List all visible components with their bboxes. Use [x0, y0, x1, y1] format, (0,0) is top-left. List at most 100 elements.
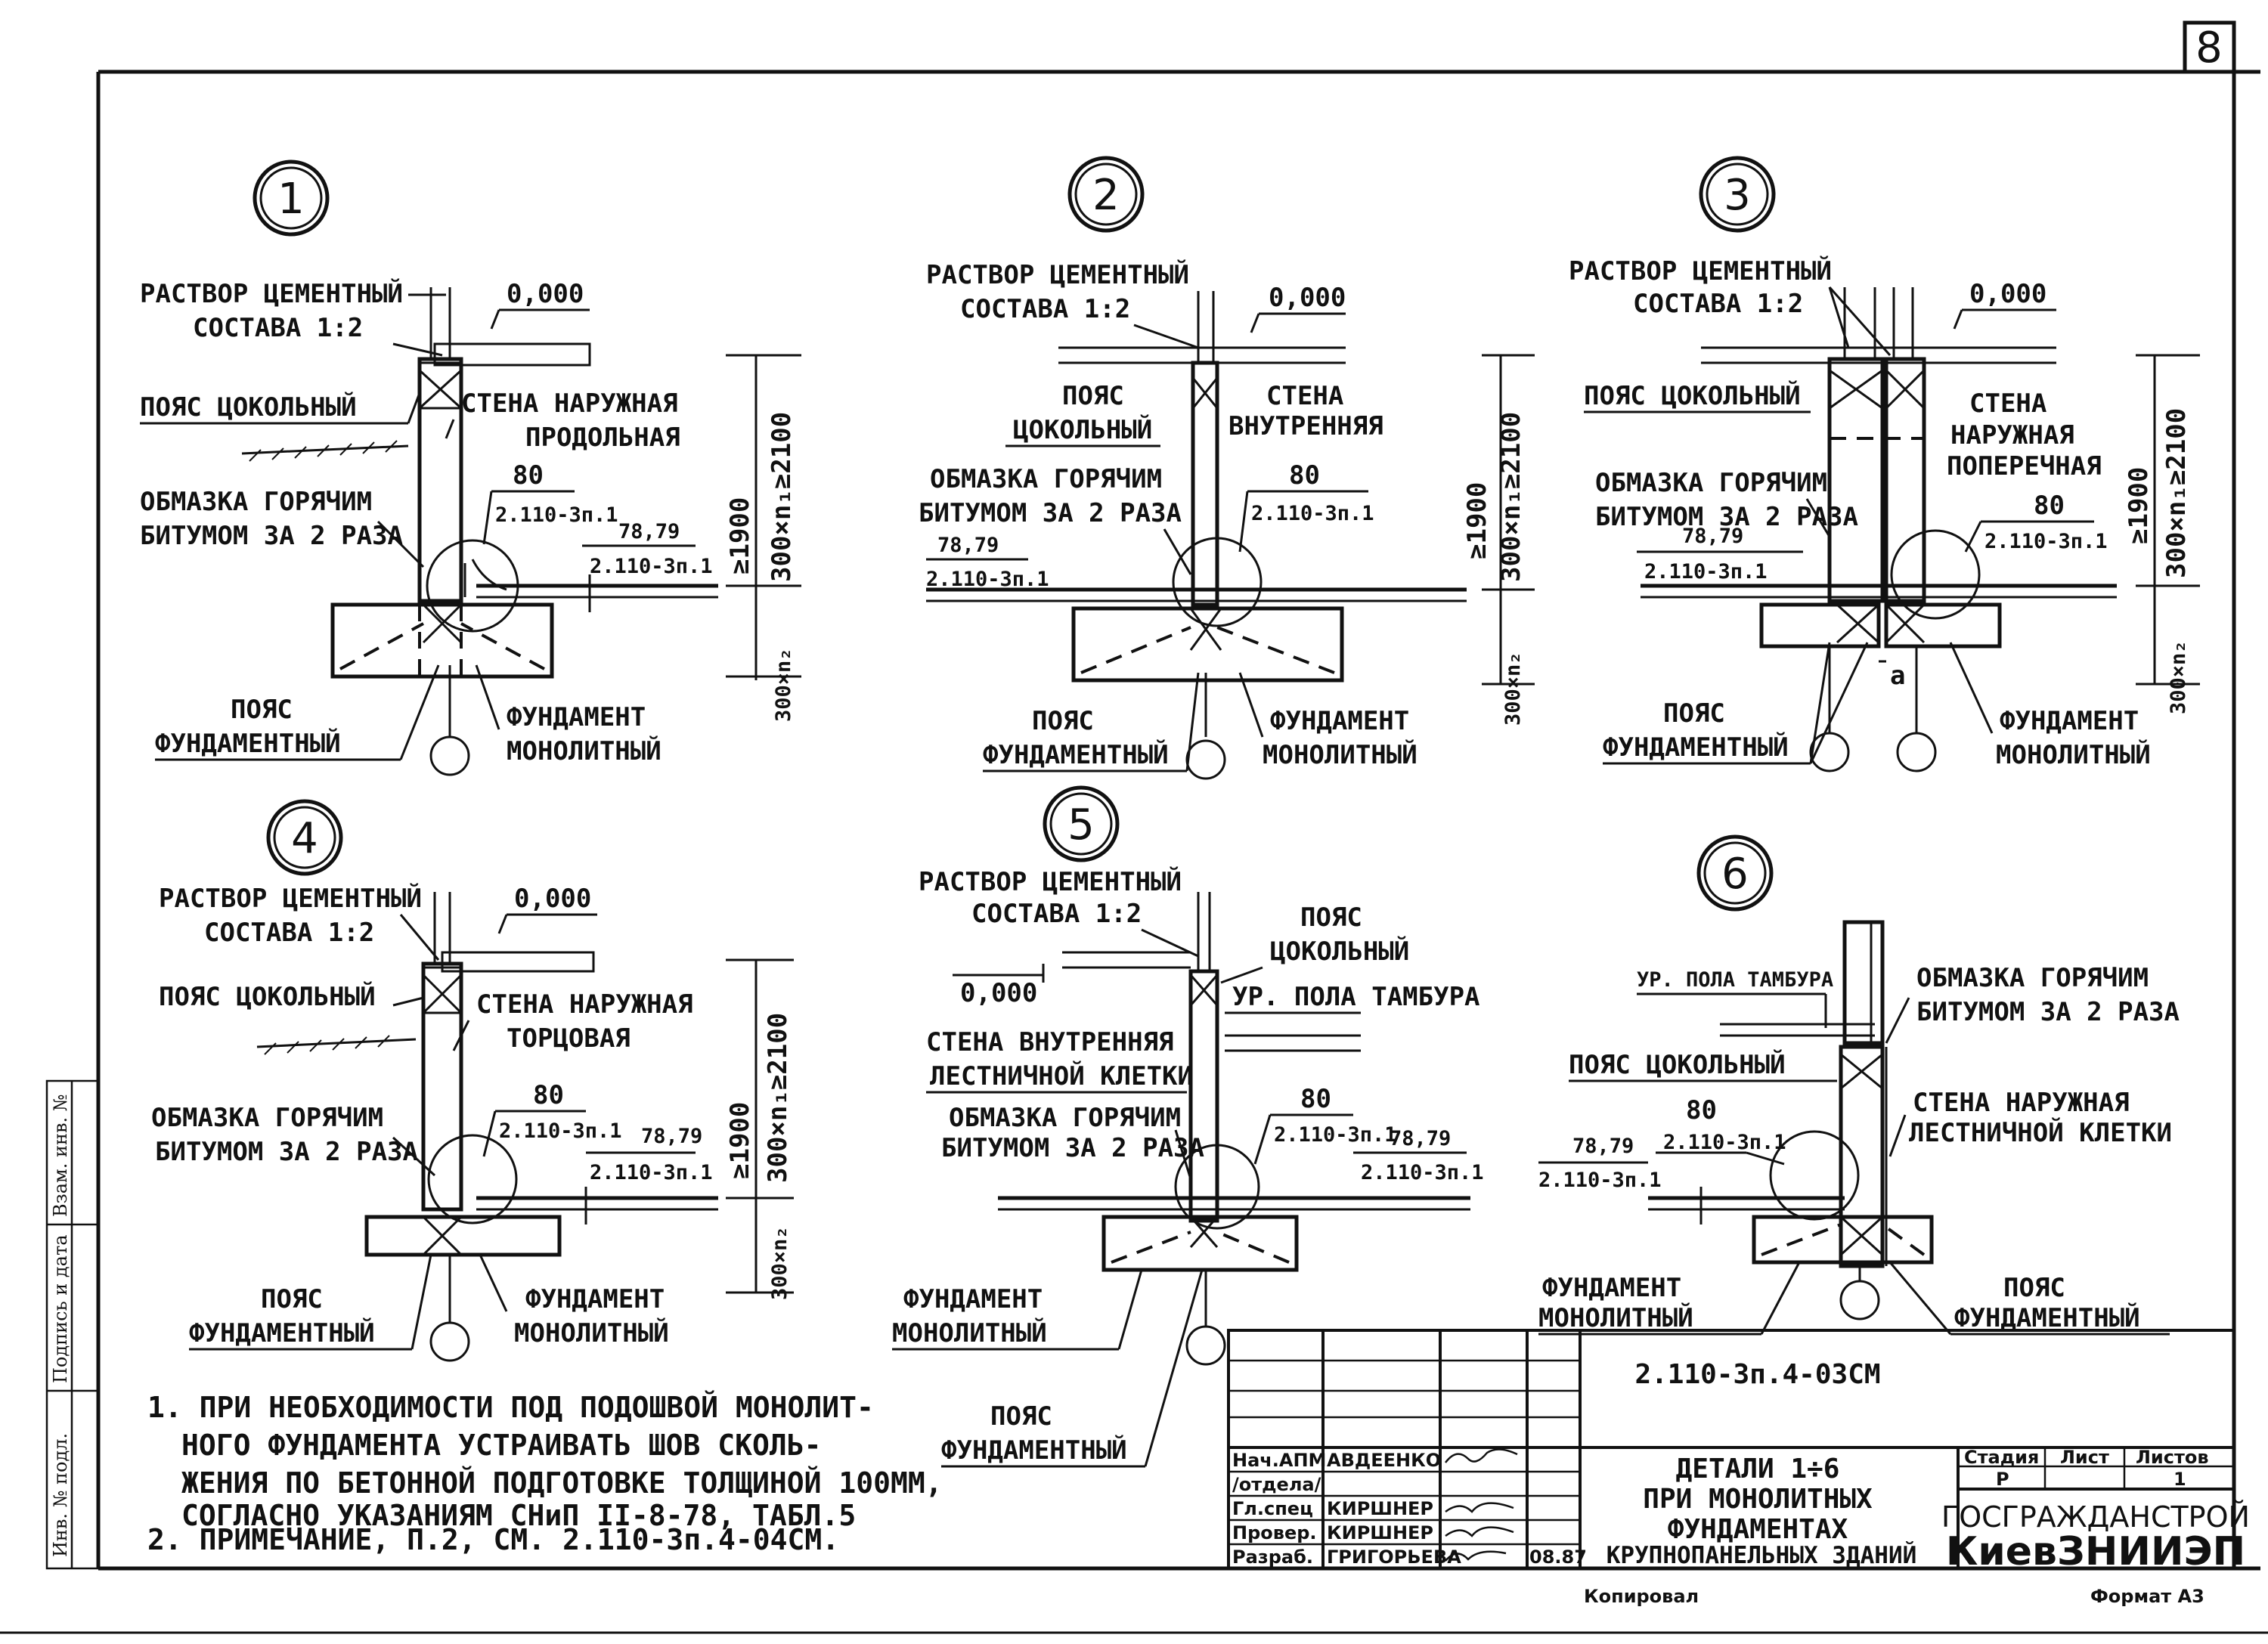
svg-text:ПОЯС: ПОЯС [1032, 706, 1094, 736]
svg-text:КРУПНОПАНЕЛЬНЫХ ЗДАНИЙ: КРУПНОПАНЕЛЬНЫХ ЗДАНИЙ [1606, 1542, 1917, 1569]
svg-text:ФУНДАМЕНТНЫЙ: ФУНДАМЕНТНЫЙ [941, 1435, 1127, 1466]
svg-text:ФУНДАМЕНТНЫЙ: ФУНДАМЕНТНЫЙ [983, 739, 1169, 770]
stamp-inv-podl: Инв. № подл. [50, 1433, 71, 1557]
svg-text:0,000: 0,000 [1969, 279, 2046, 309]
detail-6-marker [1696, 834, 1774, 912]
svg-text:3: 3 [1724, 171, 1751, 220]
svg-text:0,000: 0,000 [514, 884, 591, 914]
svg-text:СТЕНА: СТЕНА [1266, 381, 1343, 411]
svg-text:6: 6 [1721, 850, 1749, 899]
note-line-5: 2. ПРИМЕЧАНИЕ, П.2, СМ. 2.110-3п.4-04СМ. [147, 1523, 839, 1556]
svg-text:ВНУТРЕННЯЯ: ВНУТРЕННЯЯ [1228, 411, 1383, 441]
svg-text:ПОЯС: ПОЯС [231, 695, 293, 725]
svg-text:2.110-3п.1: 2.110-3п.1 [1984, 530, 2108, 553]
svg-text:УР. ПОЛА ТАМБУРА: УР. ПОЛА ТАМБУРА [1232, 982, 1480, 1012]
svg-text:ФУНДАМЕНТ: ФУНДАМЕНТ [525, 1284, 665, 1314]
svg-text:80: 80 [1300, 1084, 1331, 1114]
note-line-1: 1. ПРИ НЕОБХОДИМОСТИ ПОД ПОДОШВОЙ МОНОЛИ… [147, 1391, 874, 1424]
svg-text:ПРОДОЛЬНАЯ: ПРОДОЛЬНАЯ [525, 423, 680, 453]
detail-3: 3 РАСТВОР ЦЕМЕНТНЫЙ СОСТАВА 1:2 0,000 ПО… [1569, 156, 2200, 772]
detail-6: 6 УР. ПОЛА ТАМБУРА ОБМАЗКА ГОРЯЧИМ БИТУМ… [1538, 834, 2180, 1336]
svg-text:ДЕТАЛИ 1÷6: ДЕТАЛИ 1÷6 [1676, 1454, 1840, 1485]
svg-text:2: 2 [1092, 171, 1120, 220]
svg-text:СОСТАВА 1:2: СОСТАВА 1:2 [971, 899, 1142, 929]
svg-text:а: а [1890, 661, 1905, 691]
svg-text:РАСТВОР ЦЕМЕНТНЫЙ: РАСТВОР ЦЕМЕНТНЫЙ [919, 866, 1182, 897]
svg-text:2.110-3п.1: 2.110-3п.1 [1274, 1123, 1397, 1147]
signature-2 [1445, 1502, 1514, 1513]
svg-text:2.110-3п.1: 2.110-3п.1 [499, 1119, 622, 1143]
svg-text:БИТУМОМ ЗА 2 РАЗА: БИТУМОМ ЗА 2 РАЗА [941, 1133, 1204, 1163]
svg-text:НАРУЖНАЯ: НАРУЖНАЯ [1950, 420, 2074, 450]
detail-2-marker [1067, 156, 1145, 233]
svg-text:ЛЕСТНИЧНОЙ КЛЕТКИ: ЛЕСТНИЧНОЙ КЛЕТКИ [1909, 1117, 2172, 1148]
svg-text:ФУНДАМЕНТНЫЙ: ФУНДАМЕНТНЫЙ [189, 1317, 375, 1348]
signature-3 [1445, 1526, 1514, 1537]
svg-text:ПОЯС ЦОКОЛЬНЫЙ: ПОЯС ЦОКОЛЬНЫЙ [1569, 1049, 1786, 1080]
svg-text:≥1900: ≥1900 [2124, 467, 2154, 544]
svg-text:1: 1 [277, 175, 305, 224]
note-line-4: СОГЛАСНО УКАЗАНИЯМ СНиП II-8-78, ТАБЛ.5 [181, 1499, 856, 1532]
svg-text:300×n₁≥2100: 300×n₁≥2100 [1496, 412, 1526, 582]
svg-text:80: 80 [533, 1080, 564, 1110]
svg-text:РАСТВОР ЦЕМЕНТНЫЙ: РАСТВОР ЦЕМЕНТНЫЙ [140, 278, 403, 309]
svg-text:80: 80 [1686, 1095, 1717, 1125]
svg-text:АВДЕЕНКО: АВДЕЕНКО [1327, 1450, 1441, 1471]
detail-1: 1 РАСТВОР ЦЕМЕНТНЫЙ СОСТАВА 1:2 0,000 ПО… [140, 159, 801, 776]
svg-text:ГРИГОРЬЕВА: ГРИГОРЬЕВА [1327, 1546, 1461, 1568]
svg-text:78,79: 78,79 [937, 534, 999, 557]
note-line-3: ЖЕНИЯ ПО БЕТОННОЙ ПОДГОТОВКЕ ТОЛЩИНОЙ 10… [181, 1466, 943, 1500]
signature-4 [1445, 1550, 1507, 1562]
svg-text:ПОЯС: ПОЯС [1062, 381, 1124, 411]
svg-text:ОБМАЗКА ГОРЯЧИМ: ОБМАЗКА ГОРЯЧИМ [1595, 468, 1827, 498]
detail-1-marker [253, 159, 330, 237]
svg-text:ФУНДАМЕНТНЫЙ: ФУНДАМЕНТНЫЙ [1954, 1302, 2140, 1333]
title-block: 2.110-3п.4-03СМ Нач.АПМ АВДЕЕНКО /отдела… [1227, 1329, 2250, 1574]
svg-text:ЦОКОЛЬНЫЙ: ЦОКОЛЬНЫЙ [1270, 936, 1409, 967]
svg-text:СОСТАВА 1:2: СОСТАВА 1:2 [1633, 289, 1803, 319]
page-number: 8 [2195, 23, 2223, 73]
svg-text:ПОЯС: ПОЯС [990, 1401, 1052, 1432]
svg-text:МОНОЛИТНЫЙ: МОНОЛИТНЫЙ [1263, 739, 1418, 770]
svg-text:БИТУМОМ ЗА 2 РАЗА: БИТУМОМ ЗА 2 РАЗА [1595, 502, 1858, 532]
svg-text:300×n₂: 300×n₂ [2167, 640, 2190, 714]
svg-text:СОСТАВА 1:2: СОСТАВА 1:2 [204, 918, 374, 948]
svg-text:КИРШНЕР: КИРШНЕР [1327, 1498, 1433, 1519]
svg-text:СОСТАВА 1:2: СОСТАВА 1:2 [193, 313, 363, 343]
svg-text:80: 80 [513, 460, 544, 491]
detail-4: 4 РАСТВОР ЦЕМЕНТНЫЙ СОСТАВА 1:2 0,000 ПО… [151, 799, 794, 1362]
svg-text:Стадия: Стадия [1964, 1447, 2039, 1468]
svg-text:СТЕНА: СТЕНА [1969, 389, 2046, 419]
svg-text:2.110-3п.1: 2.110-3п.1 [1251, 502, 1374, 525]
svg-text:КИРШНЕР: КИРШНЕР [1327, 1522, 1433, 1543]
svg-text:ФУНДАМЕНТАХ: ФУНДАМЕНТАХ [1668, 1514, 1848, 1545]
svg-text:0,000: 0,000 [960, 978, 1037, 1008]
svg-text:ЛЕСТНИЧНОЙ КЛЕТКИ: ЛЕСТНИЧНОЙ КЛЕТКИ [930, 1060, 1193, 1091]
svg-text:РАСТВОР ЦЕМЕНТНЫЙ: РАСТВОР ЦЕМЕНТНЫЙ [926, 259, 1189, 290]
svg-text:≥1900: ≥1900 [1462, 482, 1492, 559]
detail-5: 5 РАСТВОР ЦЕМЕНТНЫЙ СОСТАВА 1:2 ПОЯС ЦОК… [892, 785, 1484, 1468]
svg-text:ФУНДАМЕНТ: ФУНДАМЕНТ [2000, 706, 2139, 736]
svg-text:БИТУМОМ ЗА 2 РАЗА: БИТУМОМ ЗА 2 РАЗА [155, 1137, 418, 1167]
svg-text:300×n₁≥2100: 300×n₁≥2100 [767, 412, 797, 582]
svg-text:2.110-3п.1: 2.110-3п.1 [495, 503, 618, 527]
svg-text:78,79: 78,79 [618, 520, 680, 543]
side-stamp: Инв. № подл. Подпись и дата Взам. инв. № [45, 1079, 100, 1570]
svg-text:/отдела/: /отдела/ [1232, 1474, 1321, 1495]
svg-text:РАСТВОР ЦЕМЕНТНЫЙ: РАСТВОР ЦЕМЕНТНЫЙ [1569, 255, 1832, 286]
detail-3-marker [1699, 156, 1776, 233]
svg-text:Провер.: Провер. [1232, 1522, 1317, 1543]
svg-text:БИТУМОМ ЗА 2 РАЗА: БИТУМОМ ЗА 2 РАЗА [140, 521, 403, 551]
svg-text:БИТУМОМ ЗА 2 РАЗА: БИТУМОМ ЗА 2 РАЗА [1916, 997, 2180, 1027]
svg-text:ФУНДАМЕНТ: ФУНДАМЕНТ [1270, 706, 1409, 736]
svg-text:МОНОЛИТНЫЙ: МОНОЛИТНЫЙ [507, 735, 662, 766]
footer-kopiroval: Копировал [1584, 1586, 1699, 1607]
signature-1 [1445, 1448, 1518, 1463]
svg-text:СТЕНА НАРУЖНАЯ: СТЕНА НАРУЖНАЯ [476, 989, 693, 1020]
svg-text:ПОЯС ЦОКОЛЬНЫЙ: ПОЯС ЦОКОЛЬНЫЙ [1584, 380, 1801, 411]
svg-text:78,79: 78,79 [641, 1125, 702, 1148]
note-line-2: НОГО ФУНДАМЕНТА УСТРАИВАТЬ ШОВ СКОЛЬ- [181, 1429, 821, 1462]
svg-text:МОНОЛИТНЫЙ: МОНОЛИТНЫЙ [1996, 739, 2151, 770]
org-name-2: КиевЗНИИЭП [1946, 1529, 2245, 1574]
svg-text:ПОЯС: ПОЯС [261, 1284, 323, 1314]
